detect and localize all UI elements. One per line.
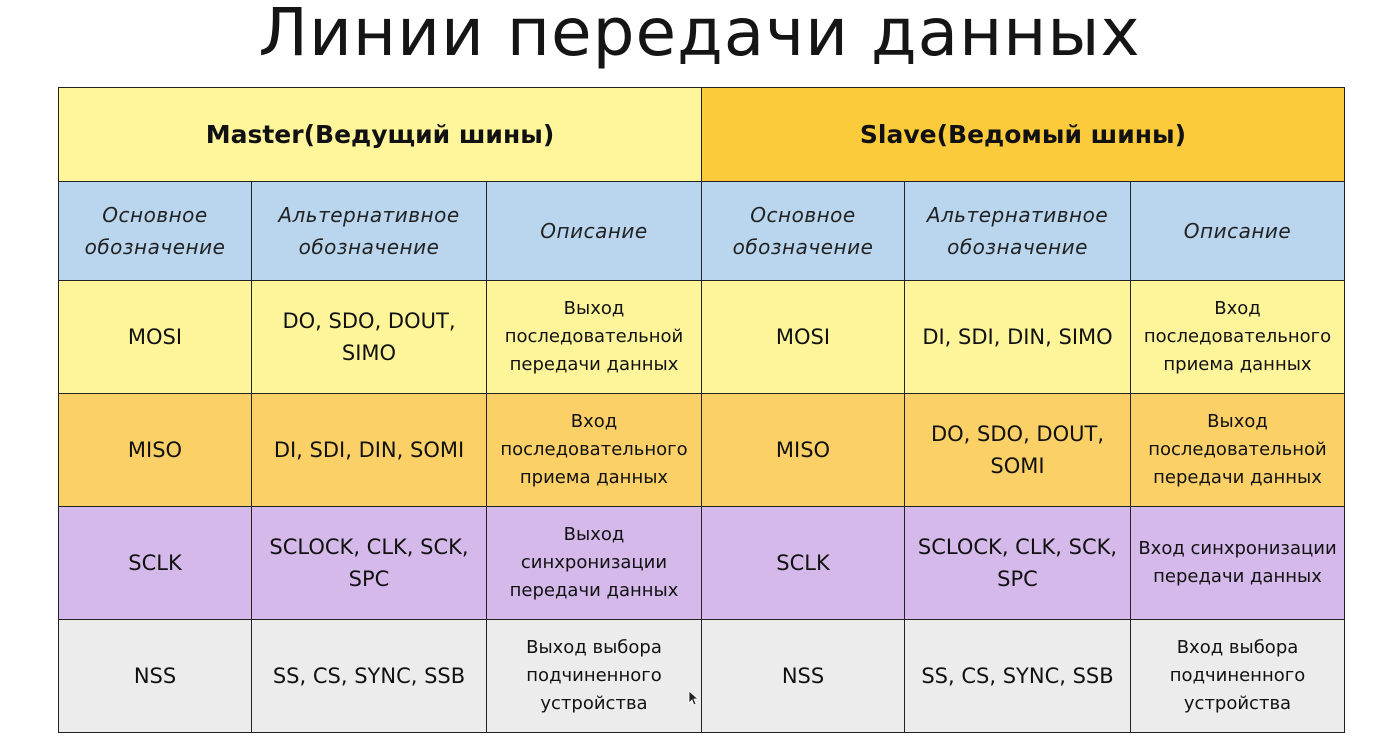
master-alt-name-header: Альтернативное обозначение <box>251 181 487 281</box>
master-main-name-header: Основное обозначение <box>58 181 252 281</box>
slave-group-header: Slave(Ведомый шины) <box>701 87 1345 182</box>
table-row-nss: NSS SS, CS, SYNC, SSB Выход выбора подчи… <box>58 619 1345 733</box>
master-alt-name: SCLOCK, CLK, SCK, SPC <box>251 506 487 620</box>
master-alt-name: DI, SDI, DIN, SOMI <box>251 393 487 507</box>
master-main-name: SCLK <box>58 506 252 620</box>
table-row-sclk: SCLK SCLOCK, CLK, SCK, SPC Выход синхрон… <box>58 506 1345 620</box>
slave-main-name-header: Основное обозначение <box>701 181 905 281</box>
slave-description: Выход последовательной передачи данных <box>1130 393 1345 507</box>
slave-alt-name: SS, CS, SYNC, SSB <box>904 619 1131 733</box>
master-alt-name: SS, CS, SYNC, SSB <box>251 619 487 733</box>
slave-description: Вход последовательного приема данных <box>1130 280 1345 394</box>
mouse-cursor-icon <box>688 690 698 706</box>
slave-description: Вход выбора подчиненного устройства <box>1130 619 1345 733</box>
slave-main-name: SCLK <box>701 506 905 620</box>
slave-alt-name: SCLOCK, CLK, SCK, SPC <box>904 506 1131 620</box>
slave-alt-name: DI, SDI, DIN, SIMO <box>904 280 1131 394</box>
master-main-name: NSS <box>58 619 252 733</box>
master-description: Выход синхронизации передачи данных <box>486 506 702 620</box>
master-main-name: MISO <box>58 393 252 507</box>
slave-alt-name-header: Альтернативное обозначение <box>904 181 1131 281</box>
master-main-name: MOSI <box>58 280 252 394</box>
table-row-miso: MISO DI, SDI, DIN, SOMI Вход последовате… <box>58 393 1345 507</box>
slave-description-header: Описание <box>1130 181 1345 281</box>
master-description: Вход последовательного приема данных <box>486 393 702 507</box>
master-description: Выход выбора подчиненного устройства <box>486 619 702 733</box>
slave-alt-name: DO, SDO, DOUT, SOMI <box>904 393 1131 507</box>
slave-description: Вход синхронизации передачи данных <box>1130 506 1345 620</box>
page-title: Линии передачи данных <box>258 0 1141 71</box>
master-description-header: Описание <box>486 181 702 281</box>
slave-main-name: NSS <box>701 619 905 733</box>
master-group-header: Master(Ведущий шины) <box>58 87 702 182</box>
slave-main-name: MOSI <box>701 280 905 394</box>
slave-main-name: MISO <box>701 393 905 507</box>
spi-lines-table: Master(Ведущий шины) Slave(Ведомый шины)… <box>58 87 1345 733</box>
master-alt-name: DO, SDO, DOUT, SIMO <box>251 280 487 394</box>
master-description: Выход последовательной передачи данных <box>486 280 702 394</box>
table-row-mosi: MOSI DO, SDO, DOUT, SIMO Выход последова… <box>58 280 1345 394</box>
